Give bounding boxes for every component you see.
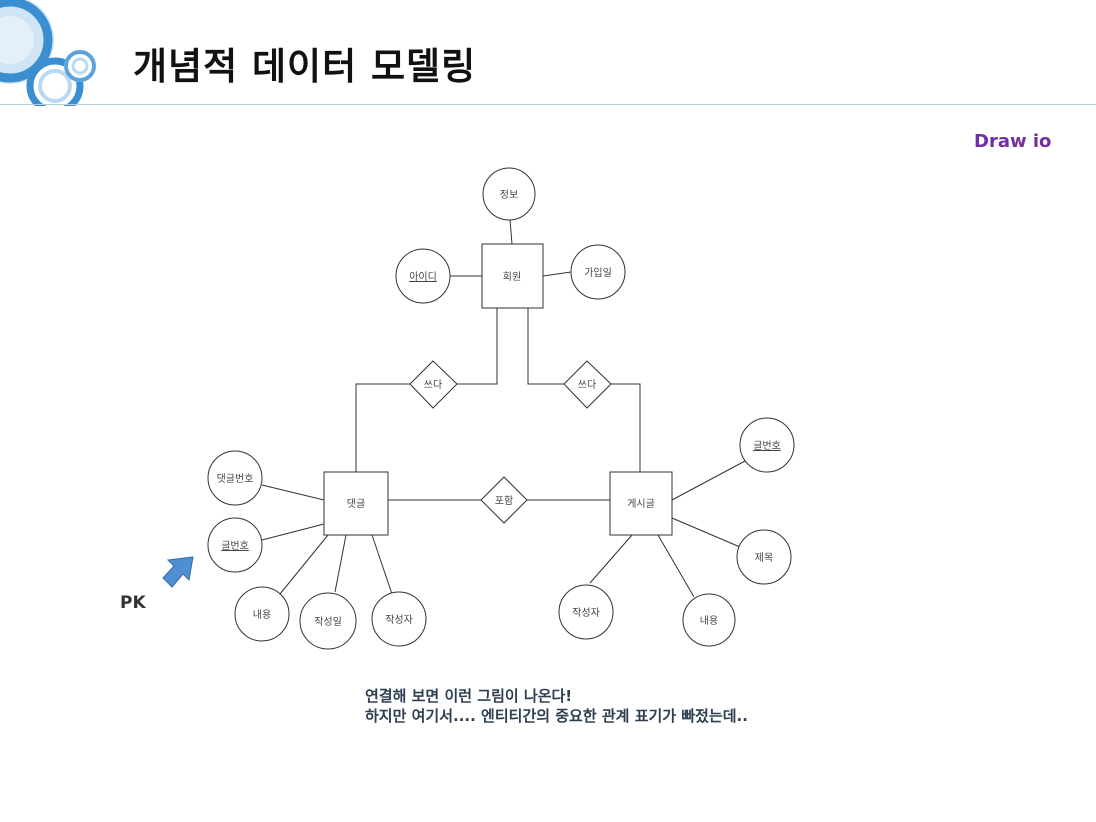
attribute-post-number — [739, 417, 795, 473]
connector-line — [261, 523, 325, 541]
connector-line — [611, 383, 641, 472]
attribute-member-joindate — [570, 244, 626, 300]
connector-line — [279, 534, 329, 595]
connector-lines — [261, 219, 746, 598]
entity-member-label: 회원 — [503, 271, 521, 283]
entity-post-label: 게시글 — [627, 498, 655, 510]
caption-line: 하지만 여기서.... 엔티티간의 중요한 관계 표기가 빠젔는데.. — [365, 707, 748, 725]
attribute-post-author — [558, 584, 614, 640]
connector-line — [671, 517, 741, 548]
connector-line — [334, 534, 347, 593]
connector-line — [542, 271, 572, 277]
caption-line: 연결해 보면 이런 그림이 나온다! — [365, 687, 573, 705]
attribute-label: 댓글번호 — [217, 473, 254, 485]
attribute-label: 내용 — [700, 615, 718, 627]
attribute-comment-postnumber — [207, 517, 263, 573]
connector-line — [527, 308, 564, 385]
relationship-member-post — [563, 360, 612, 409]
connector-line — [671, 460, 746, 501]
attribute-label: 글번호 — [753, 440, 781, 452]
attribute-label: 작성자 — [385, 614, 413, 626]
attribute-post-content — [682, 593, 736, 647]
entity-member — [481, 243, 544, 309]
caption: 연결해 보면 이런 그림이 나온다! 하지만 여기서.... 엔티티간의 중요한… — [365, 686, 748, 726]
attribute-comment-author — [371, 591, 427, 647]
connector-line — [355, 383, 410, 472]
attribute-member-info — [482, 167, 536, 221]
attribute-label: 정보 — [500, 189, 518, 201]
pk-label: PK — [120, 593, 146, 613]
header-divider — [0, 104, 1096, 105]
connector-line — [509, 219, 513, 245]
connector-line — [457, 308, 498, 385]
connector-line — [371, 534, 393, 595]
attribute-member-id — [395, 248, 451, 304]
attribute-comment-date — [299, 592, 357, 650]
attribute-label: 아이디 — [409, 271, 437, 283]
relationship-label: 쓰다 — [424, 379, 442, 391]
attribute-label: 작성자 — [572, 607, 600, 619]
connector-line — [589, 534, 633, 584]
page-title: 개념적 데이터 모델링 — [133, 45, 477, 88]
relationship-label: 포함 — [495, 495, 513, 507]
attribute-label: 글번호 — [221, 540, 249, 552]
entity-comment-label: 댓글 — [347, 498, 365, 510]
attribute-label: 작성일 — [314, 616, 342, 628]
relationship-member-comment — [409, 360, 458, 409]
pk-arrow-icon — [162, 556, 194, 588]
circles-decoration — [0, 0, 96, 106]
connector-line — [657, 534, 695, 598]
entity-post — [609, 471, 673, 536]
attribute-label: 제목 — [755, 552, 773, 564]
attribute-comment-number — [207, 450, 263, 506]
slide-header: 개념적 데이터 모델링 — [0, 0, 1096, 106]
attribute-label: 가입일 — [584, 266, 612, 279]
tool-label: Draw io — [974, 131, 1052, 152]
attribute-label: 내용 — [253, 609, 271, 621]
attribute-post-title — [736, 529, 792, 585]
relationship-label: 쓰다 — [578, 379, 596, 391]
attribute-comment-content — [234, 586, 290, 642]
entity-comment — [323, 471, 389, 536]
connector-line — [261, 484, 325, 501]
relationship-post-comment — [480, 476, 528, 524]
